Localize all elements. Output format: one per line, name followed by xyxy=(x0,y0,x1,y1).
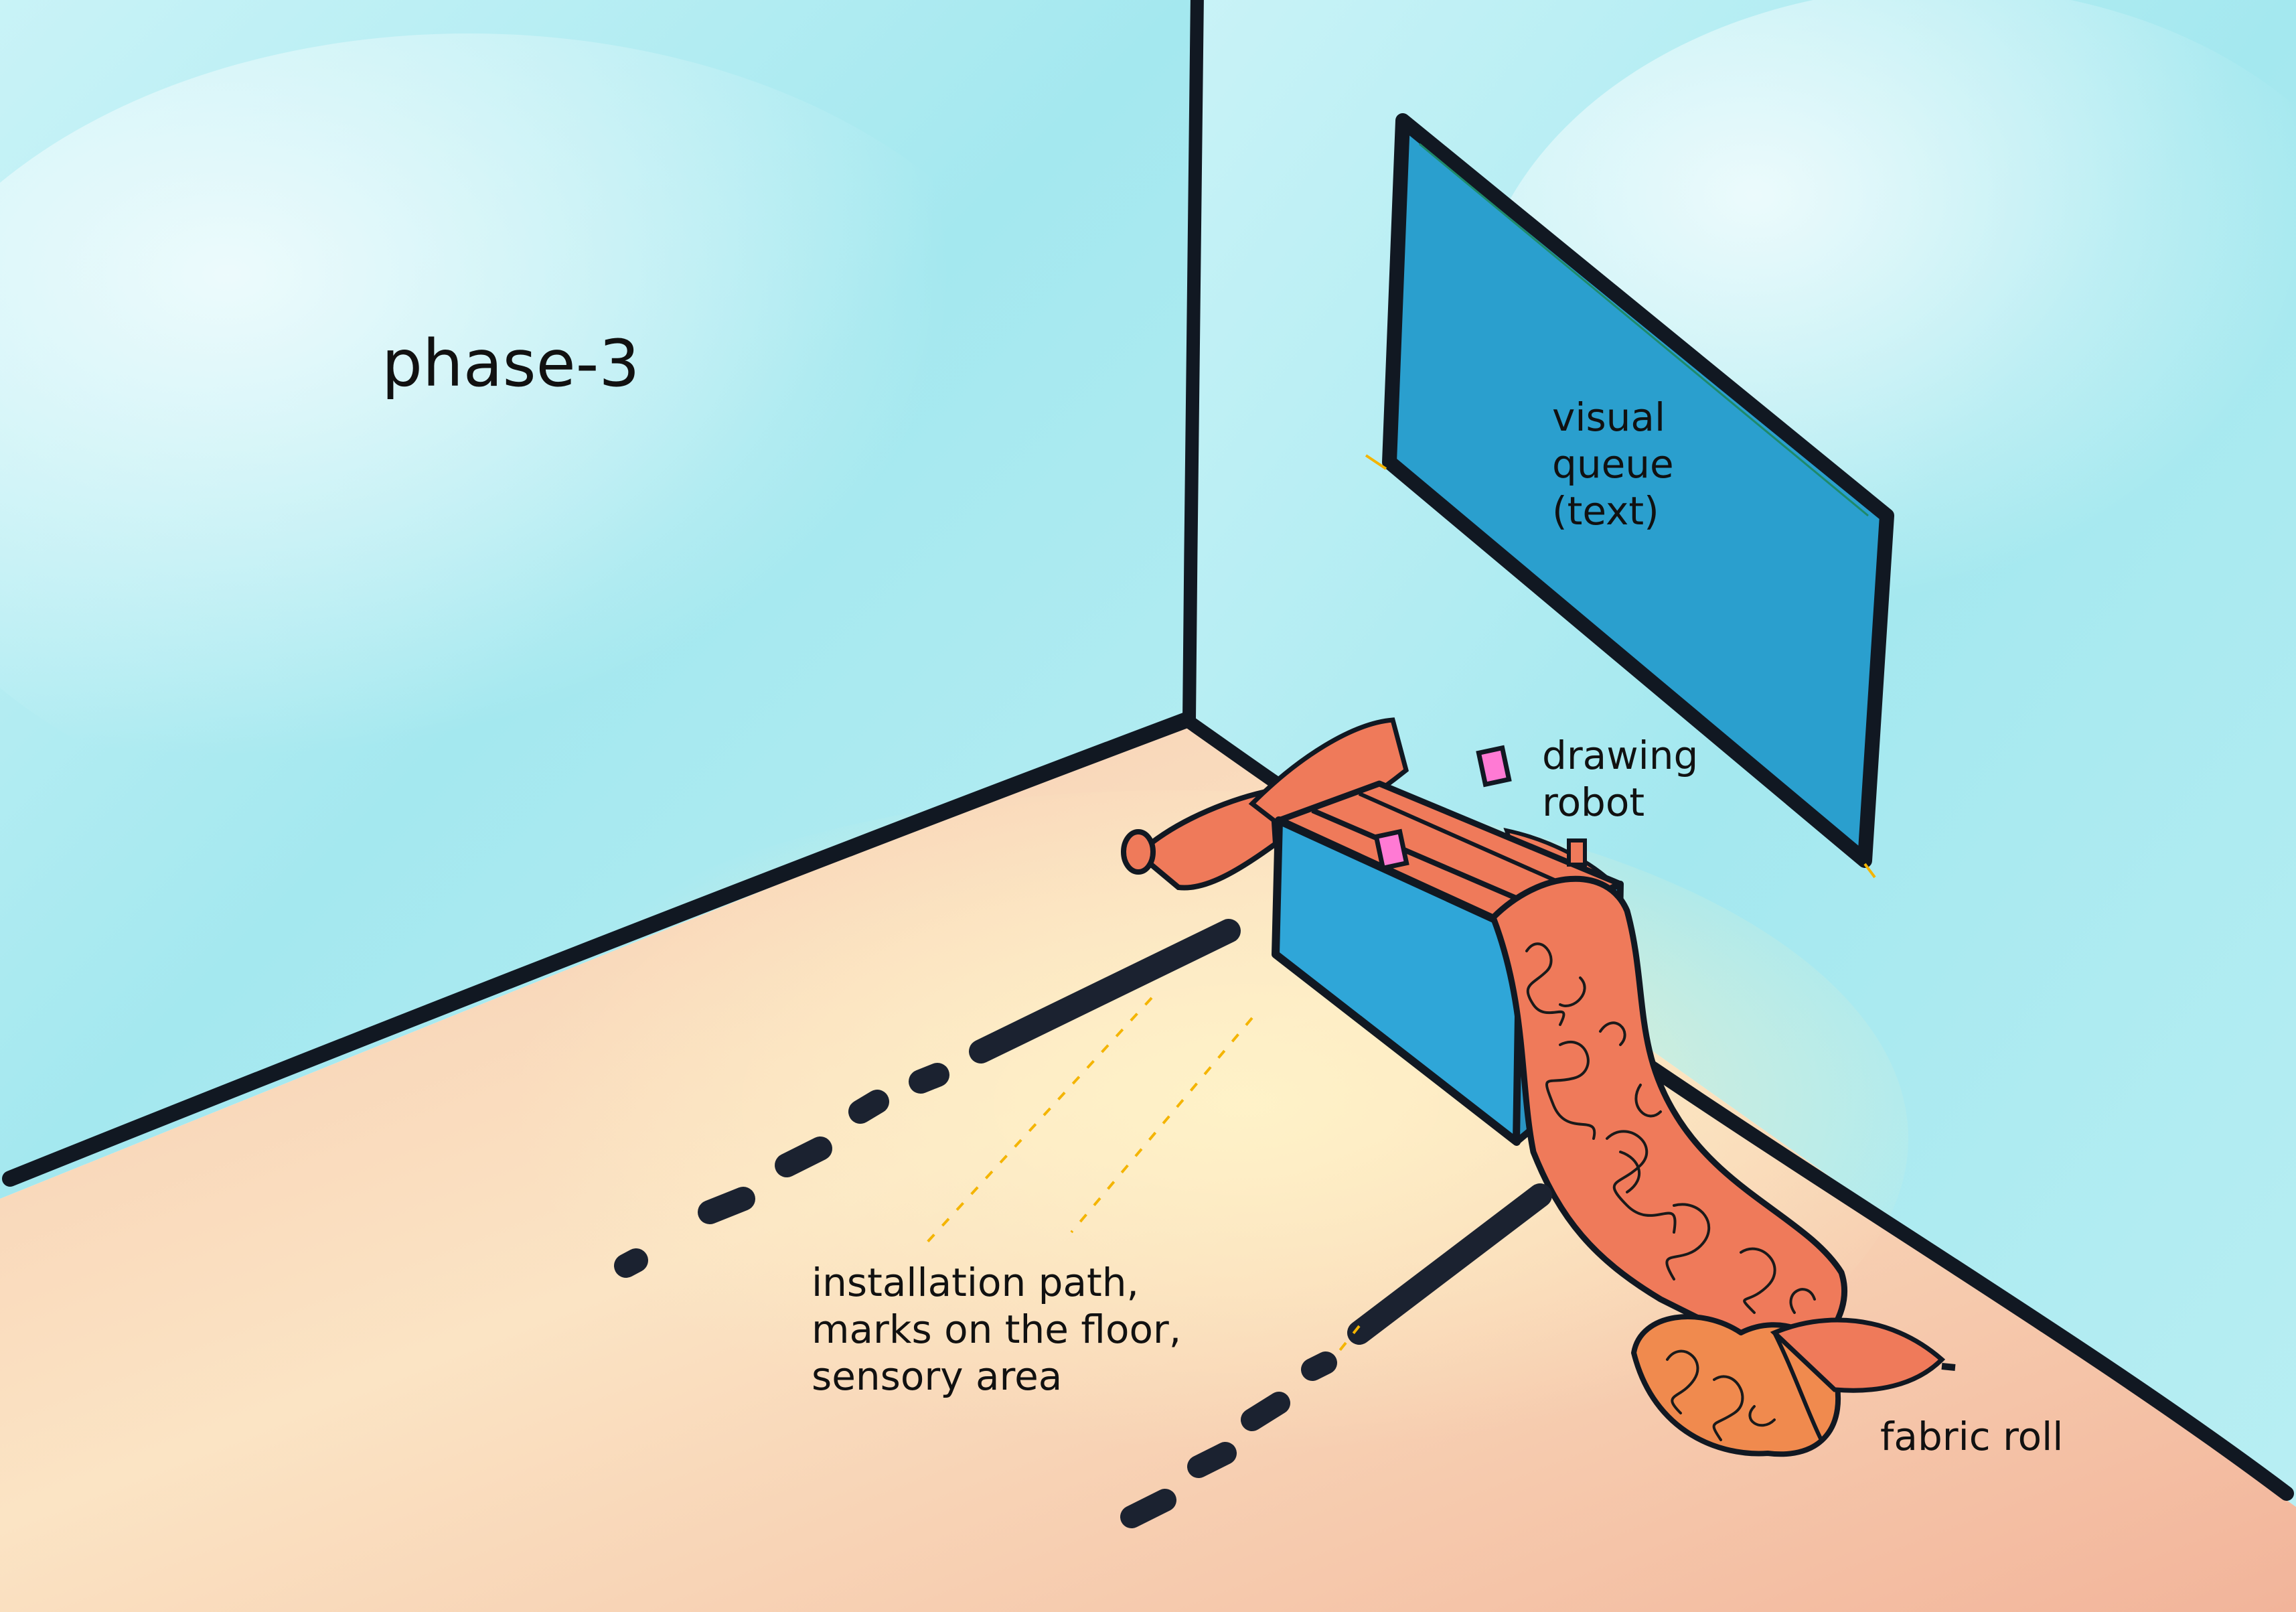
label-line: drawing xyxy=(1542,733,1699,778)
label-line: marks on the floor, xyxy=(812,1307,1182,1352)
fabric-roll-label: fabric roll xyxy=(1880,1413,2063,1460)
label-line: visual xyxy=(1552,394,1666,440)
label-line: fabric roll xyxy=(1880,1414,2064,1459)
phase-title: phase-3 xyxy=(382,326,640,401)
visual-queue-screen xyxy=(1365,113,1894,879)
installation-path-label: installation path, marks on the floor, s… xyxy=(812,1259,1181,1400)
label-line: robot xyxy=(1542,780,1645,825)
dashed-trace xyxy=(923,997,1361,1361)
installation-path-marks xyxy=(614,919,1552,1528)
label-line: (text) xyxy=(1552,488,1659,534)
drawing-robot-label: drawing robot xyxy=(1542,732,1698,826)
label-line: sensory area xyxy=(812,1353,1063,1399)
label-line: queue xyxy=(1552,441,1674,487)
robot-marker-1 xyxy=(1476,745,1512,788)
robot-marker-2 xyxy=(1373,828,1409,871)
left-wall xyxy=(0,0,1195,1199)
fabric-roll xyxy=(1631,1314,1956,1457)
label-line: installation path, xyxy=(812,1260,1139,1305)
room-outline xyxy=(2,0,2294,1501)
visual-queue-label: visual queue (text) xyxy=(1552,394,1674,534)
